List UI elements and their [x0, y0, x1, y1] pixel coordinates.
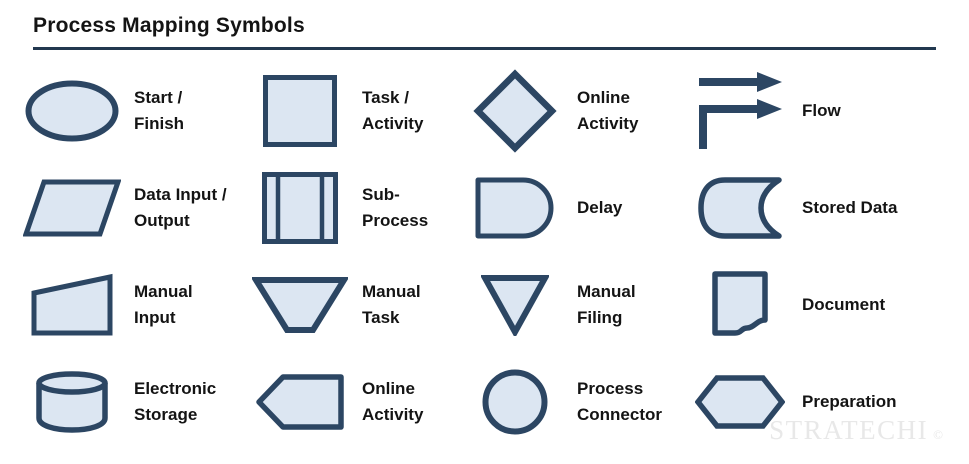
watermark-text: STRATECHI [769, 415, 929, 445]
start-finish-ellipse-icon [22, 66, 122, 156]
process-connector-circle-icon [465, 357, 565, 447]
symbol-label: Online Activity [362, 379, 424, 424]
electronic-storage-cylinder-icon [22, 357, 122, 447]
manual-task-trapezoid-icon [250, 260, 350, 350]
symbol-label: Manual Filing [577, 282, 636, 327]
copyright-icon: © [933, 427, 943, 442]
legend-item-data-input-output: Data Input / Output [22, 159, 250, 256]
legend-item-task-activity: Task / Activity [250, 62, 465, 159]
online-activity-diamond-icon [465, 66, 565, 156]
title-underline [33, 47, 936, 50]
symbol-label: Manual Task [362, 282, 421, 327]
document-icon [690, 260, 790, 350]
preparation-hexagon-icon [690, 357, 790, 447]
symbol-label: Preparation [802, 391, 897, 411]
online-activity-pentagon-icon [250, 357, 350, 447]
legend-item-preparation: Preparation [690, 353, 959, 450]
symbol-label: Start / Finish [134, 88, 185, 133]
watermark: STRATECHI © [769, 415, 943, 446]
legend-item-manual-filing: Manual Filing [465, 256, 690, 353]
symbol-label: Sub- Process [362, 185, 429, 230]
symbol-label: Task / Activity [362, 88, 424, 133]
legend-item-process-connector: Process Connector [465, 353, 690, 450]
symbol-label: Delay [577, 197, 623, 217]
legend-item-online-activity: Online Activity [465, 62, 690, 159]
legend-item-manual-task: Manual Task [250, 256, 465, 353]
symbol-label: Data Input / Output [134, 185, 227, 230]
symbol-label: Online Activity [577, 88, 639, 133]
stored-data-curve-icon [690, 163, 790, 253]
legend-item-stored-data: Stored Data [690, 159, 959, 256]
delay-half-rounded-icon [465, 163, 565, 253]
legend-item-online-activity-alt: Online Activity [250, 353, 465, 450]
flow-arrows-icon [690, 66, 790, 156]
legend-item-manual-input: Manual Input [22, 256, 250, 353]
legend-item-electronic-storage: Electronic Storage [22, 353, 250, 450]
manual-input-quad-icon [22, 260, 122, 350]
manual-filing-triangle-icon [465, 260, 565, 350]
legend-item-flow: Flow [690, 62, 959, 159]
sub-process-framed-square-icon [250, 163, 350, 253]
legend-item-delay: Delay [465, 159, 690, 256]
task-activity-square-icon [250, 66, 350, 156]
symbol-label: Document [802, 294, 886, 314]
symbols-grid: Start / Finish Task / Activity Online Ac… [22, 62, 959, 450]
symbol-label: Electronic Storage [134, 379, 217, 424]
data-input-output-parallelogram-icon [22, 163, 122, 253]
symbol-label: Process Connector [577, 379, 662, 424]
symbol-label: Flow [802, 100, 841, 120]
legend-item-start-finish: Start / Finish [22, 62, 250, 159]
legend-item-document: Document [690, 256, 959, 353]
symbol-label: Stored Data [802, 197, 898, 217]
symbol-label: Manual Input [134, 282, 193, 327]
legend-item-sub-process: Sub- Process [250, 159, 465, 256]
page-title: Process Mapping Symbols [33, 14, 305, 37]
